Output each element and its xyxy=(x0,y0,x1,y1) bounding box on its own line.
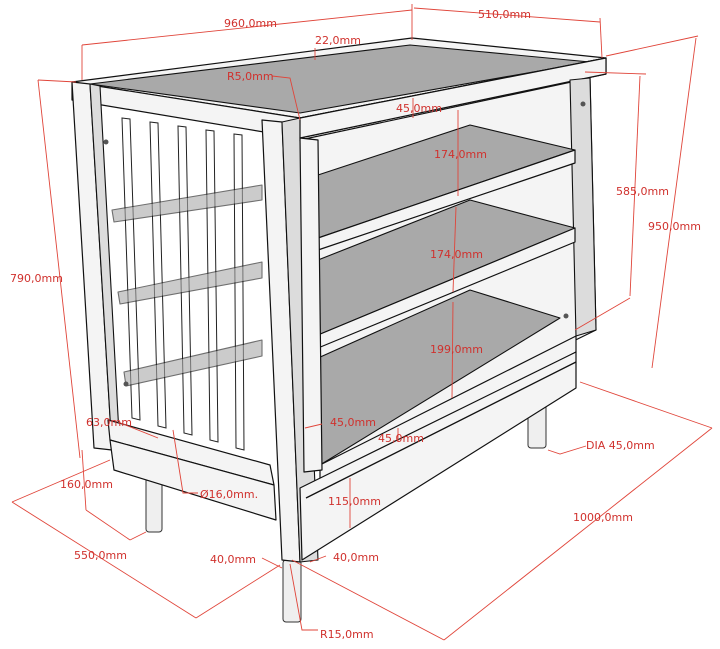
label-top-length: 960,0mm xyxy=(224,17,277,30)
label-top-rail: 45,0mm xyxy=(396,102,442,115)
label-slat-diameter: Ø16,0mm. xyxy=(200,488,258,501)
label-leg-height: 160,0mm xyxy=(60,478,113,491)
label-leg-radius: R15,0mm xyxy=(320,628,374,641)
label-top-rim: 22,0mm xyxy=(315,34,361,47)
label-leg-diameter: DIA 45,0mm xyxy=(586,439,655,452)
label-depth-total: 550,0mm xyxy=(74,549,127,562)
label-top-depth: 510,0mm xyxy=(478,8,531,21)
leg-back-left xyxy=(145,477,163,533)
label-shelf-gap-1: 174,0mm xyxy=(434,148,487,161)
dimension-lines xyxy=(11,4,713,641)
label-shelf-gap-3: 199,0mm xyxy=(430,343,483,356)
label-bottom-rail: 63,0mm xyxy=(86,416,132,429)
left-side-frame xyxy=(71,81,301,521)
label-length-total: 1000,0mm xyxy=(573,511,633,524)
label-post-b: 40,0mm xyxy=(333,551,379,564)
label-skirt-height: 115,0mm xyxy=(328,495,381,508)
label-corner-radius: R5,0mm xyxy=(227,70,274,83)
leg-front-left xyxy=(282,559,302,623)
right-open-side xyxy=(103,57,607,561)
dimension-labels: 960,0mm 510,0mm 22,0mm R5,0mm 45,0mm 174… xyxy=(10,8,701,641)
label-inner-height: 585,0mm xyxy=(616,185,669,198)
label-shelf-gap-2: 174,0mm xyxy=(430,248,483,261)
label-bottom-rail-front: 45,0mm xyxy=(378,432,424,445)
label-total-height: 950,0mm xyxy=(648,220,701,233)
label-post-a: 40,0mm xyxy=(210,553,256,566)
label-body-height: 790,0mm xyxy=(10,272,63,285)
label-post-width-front: 45,0mm xyxy=(330,416,376,429)
